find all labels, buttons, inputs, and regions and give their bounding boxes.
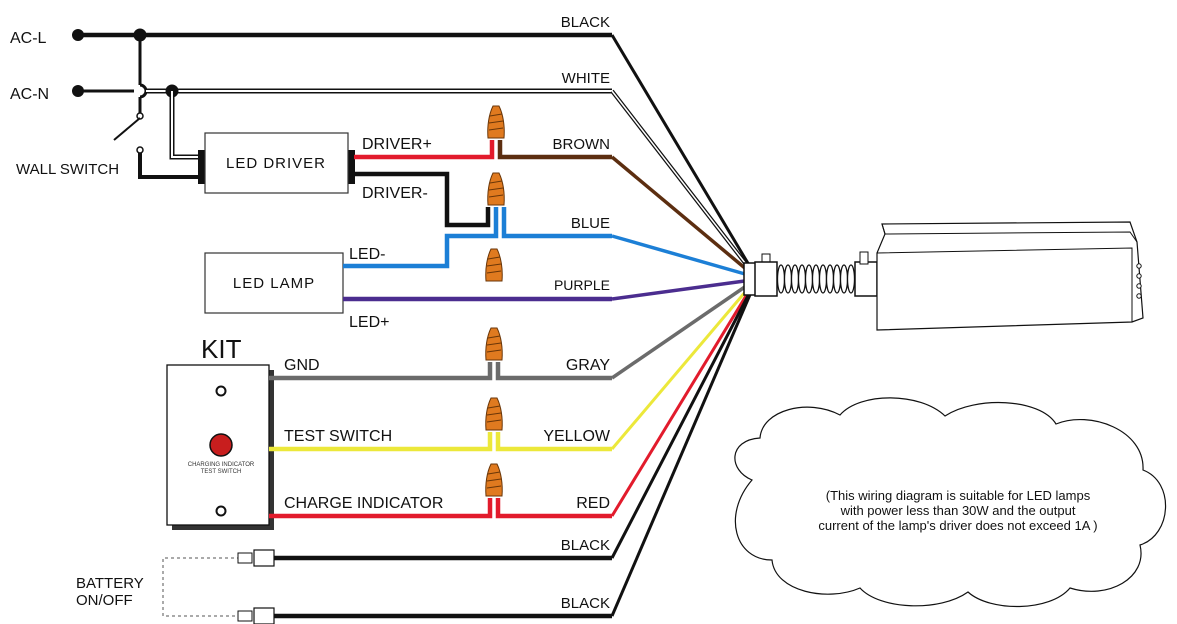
screw-icon — [215, 505, 227, 517]
led-driver: LED DRIVER — [198, 132, 355, 194]
led-plus-label: LED+ — [349, 314, 389, 331]
led-minus-label: LED- — [349, 246, 385, 263]
note-line-2: with power less than 30W and the output — [840, 503, 1076, 518]
ac-n-label: AC-N — [10, 86, 49, 103]
test-switch-label: TEST SWITCH — [284, 428, 392, 445]
wire-label-gray: GRAY — [566, 357, 610, 374]
led-lamp-label: LED LAMP — [233, 275, 315, 292]
converging-fan — [610, 34, 754, 617]
note-line-3: current of the lamp's driver does not ex… — [818, 518, 1097, 533]
kit-plate-text-1: CHARGING INDICATOR — [188, 462, 255, 468]
note-cloud: (This wiring diagram is suitable for LED… — [734, 397, 1167, 608]
wire-label-brown: BROWN — [553, 136, 611, 153]
gnd-label: GND — [284, 357, 320, 374]
led-driver-label: LED DRIVER — [226, 155, 326, 172]
conduit-coils — [776, 264, 856, 294]
kit-title: KIT — [201, 334, 242, 364]
wall-switch-label: WALL SWITCH — [16, 161, 119, 178]
note-line-1: (This wiring diagram is suitable for LED… — [826, 488, 1091, 503]
wire-nut-icon — [487, 105, 505, 139]
battery-connectors — [162, 549, 275, 624]
battery-label-line1: BATTERY — [76, 575, 144, 592]
battery-plug-icon — [253, 549, 275, 567]
wire-label-black-bottom: BLACK — [561, 595, 610, 612]
charge-indicator-label: CHARGE INDICATOR — [284, 495, 443, 512]
wire-label-purple: PURPLE — [554, 277, 610, 293]
battery-label-line2: ON/OFF — [76, 592, 133, 609]
wire-label-red: RED — [576, 495, 610, 512]
inner-wires — [269, 140, 612, 519]
battery-plug-icon — [237, 552, 253, 564]
outer-wires — [273, 140, 612, 619]
wire-label-yellow: YELLOW — [543, 428, 611, 445]
wire-nut-icon — [485, 327, 503, 361]
battery-plug-icon — [237, 610, 253, 622]
kit-plate: CHARGING INDICATOR TEST SWITCH — [166, 364, 274, 530]
wire-label-white: WHITE — [562, 70, 610, 87]
driver-minus-label: DRIVER- — [362, 185, 428, 202]
wire-nut-icon — [485, 397, 503, 431]
wall-switch-lever — [113, 117, 141, 141]
led-lamp: LED LAMP — [204, 252, 344, 314]
wire-label-blue: BLUE — [571, 215, 610, 232]
wire-label-black-mid: BLACK — [561, 537, 610, 554]
driver-plus-label: DRIVER+ — [362, 136, 432, 153]
ac-l-label: AC-L — [10, 30, 47, 47]
screw-icon — [215, 385, 227, 397]
wire-nut-icon — [487, 172, 505, 206]
kit-plate-text-2: TEST SWITCH — [201, 469, 242, 475]
wire-label-black-top: BLACK — [561, 14, 610, 31]
charging-indicator-led-icon — [209, 433, 233, 457]
ac-lines — [72, 28, 612, 179]
emergency-driver-unit — [743, 221, 1144, 331]
battery-plug-icon — [253, 607, 275, 624]
wire-nut-icon — [485, 248, 503, 282]
wire-nut-icon — [485, 463, 503, 497]
